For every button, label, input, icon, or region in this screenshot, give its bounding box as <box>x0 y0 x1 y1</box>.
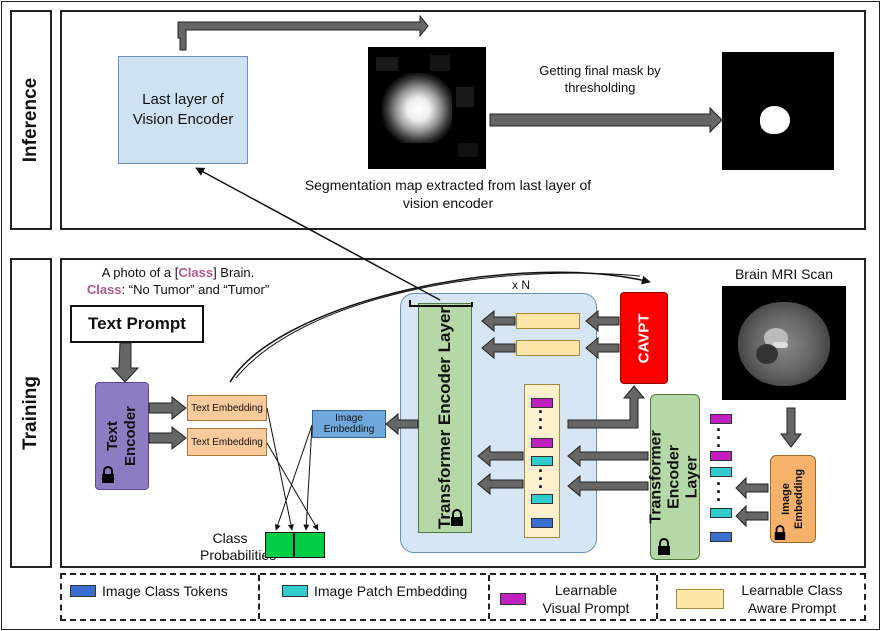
arrow-icon <box>177 14 429 51</box>
transformer-encoder-right: Transformer Encoder Layer <box>648 394 701 560</box>
transformer-encoder-main: Transformer Encoder Layer <box>418 303 472 533</box>
image-embedding-right: Image Embedding <box>770 455 816 543</box>
patch-embedding-token <box>531 494 553 504</box>
arrow-icon <box>481 309 516 333</box>
arrow-icon <box>477 472 524 496</box>
patch-embedding-token <box>710 508 732 518</box>
training-label-box: Training <box>10 258 52 568</box>
segmentation-map-image <box>368 47 486 169</box>
class-aware-prompt-1 <box>516 313 580 329</box>
patch-embedding-token <box>710 467 732 477</box>
arrow-icon <box>567 385 646 429</box>
arrow-icon <box>481 336 516 360</box>
ellipsis-icon: ··· <box>716 420 722 456</box>
visual-prompt-token <box>531 398 553 408</box>
arrow-icon <box>735 476 769 500</box>
class-aware-prompt-2 <box>516 340 580 356</box>
patch-embedding-token <box>531 456 553 466</box>
lock-icon <box>774 525 786 540</box>
class-probability-bar-1 <box>265 532 294 558</box>
legend-swatch <box>500 593 526 605</box>
arrow-icon <box>477 444 524 468</box>
text-prompt-box: Text Prompt <box>70 305 204 343</box>
text-embedding-2: Text Embedding <box>187 428 267 456</box>
class-token <box>710 532 732 542</box>
class-token <box>531 518 553 528</box>
lock-icon <box>102 466 114 483</box>
vision-encoder-box: Last layer of Vision Encoder <box>118 56 248 164</box>
legend-item-class-tokens: Image Class Tokens <box>70 583 255 599</box>
arrow-icon <box>385 412 419 436</box>
repeat-label: x N <box>512 278 530 292</box>
threshold-text: Getting final mask by thresholding <box>539 63 661 95</box>
arrow-icon <box>110 342 140 383</box>
arrow-icon <box>567 444 649 468</box>
ellipsis-icon: ··· <box>538 402 544 438</box>
text-prompt-label: Text Prompt <box>88 314 186 333</box>
brain-mri-label: Brain MRI Scan <box>734 266 834 282</box>
ellipsis-icon: ··· <box>716 474 722 510</box>
segmap-caption: Segmentation map extracted from last lay… <box>304 177 592 211</box>
prompt-template: A photo of a [Class] Brain. Class: “No T… <box>86 265 270 297</box>
training-panel <box>60 258 866 568</box>
arrow-icon <box>585 309 620 333</box>
lock-icon <box>451 509 463 526</box>
final-mask-image <box>722 52 834 170</box>
legend-item-class-aware-prompt: Learnable Class Aware Prompt <box>676 581 861 617</box>
visual-prompt-token <box>710 414 732 424</box>
inference-panel <box>60 10 866 230</box>
legend-item-patch-embedding: Image Patch Embedding <box>282 583 487 599</box>
legend-item-visual-prompt: Learnable Visual Prompt <box>500 581 650 617</box>
visual-prompt-token <box>531 438 553 448</box>
legend-swatch <box>676 589 724 609</box>
legend-swatch <box>70 585 96 597</box>
arrow-icon <box>148 425 187 451</box>
arrow-icon <box>148 395 187 421</box>
cavpt-box: CAVPT <box>620 292 668 384</box>
ellipsis-icon: ··· <box>538 461 544 497</box>
class-probabilities-label: Class Probabilities <box>200 530 277 563</box>
arrow-icon <box>567 474 649 498</box>
vision-encoder-text: Last layer of Vision Encoder <box>132 91 234 128</box>
text-embedding-1: Text Embedding <box>187 395 267 421</box>
lock-icon <box>658 538 670 555</box>
legend-container <box>60 573 866 621</box>
visual-prompt-token <box>710 451 732 461</box>
class-probability-bar-2 <box>294 532 325 558</box>
arrow-icon <box>489 106 723 134</box>
legend-swatch <box>282 585 308 597</box>
arrow-icon <box>779 407 803 448</box>
arrow-icon <box>735 504 769 528</box>
arrow-icon <box>585 336 620 360</box>
image-embedding-mid: Image Embedding <box>312 410 386 438</box>
brain-mri-image <box>722 286 846 400</box>
inference-label-box: Inference <box>10 10 52 230</box>
